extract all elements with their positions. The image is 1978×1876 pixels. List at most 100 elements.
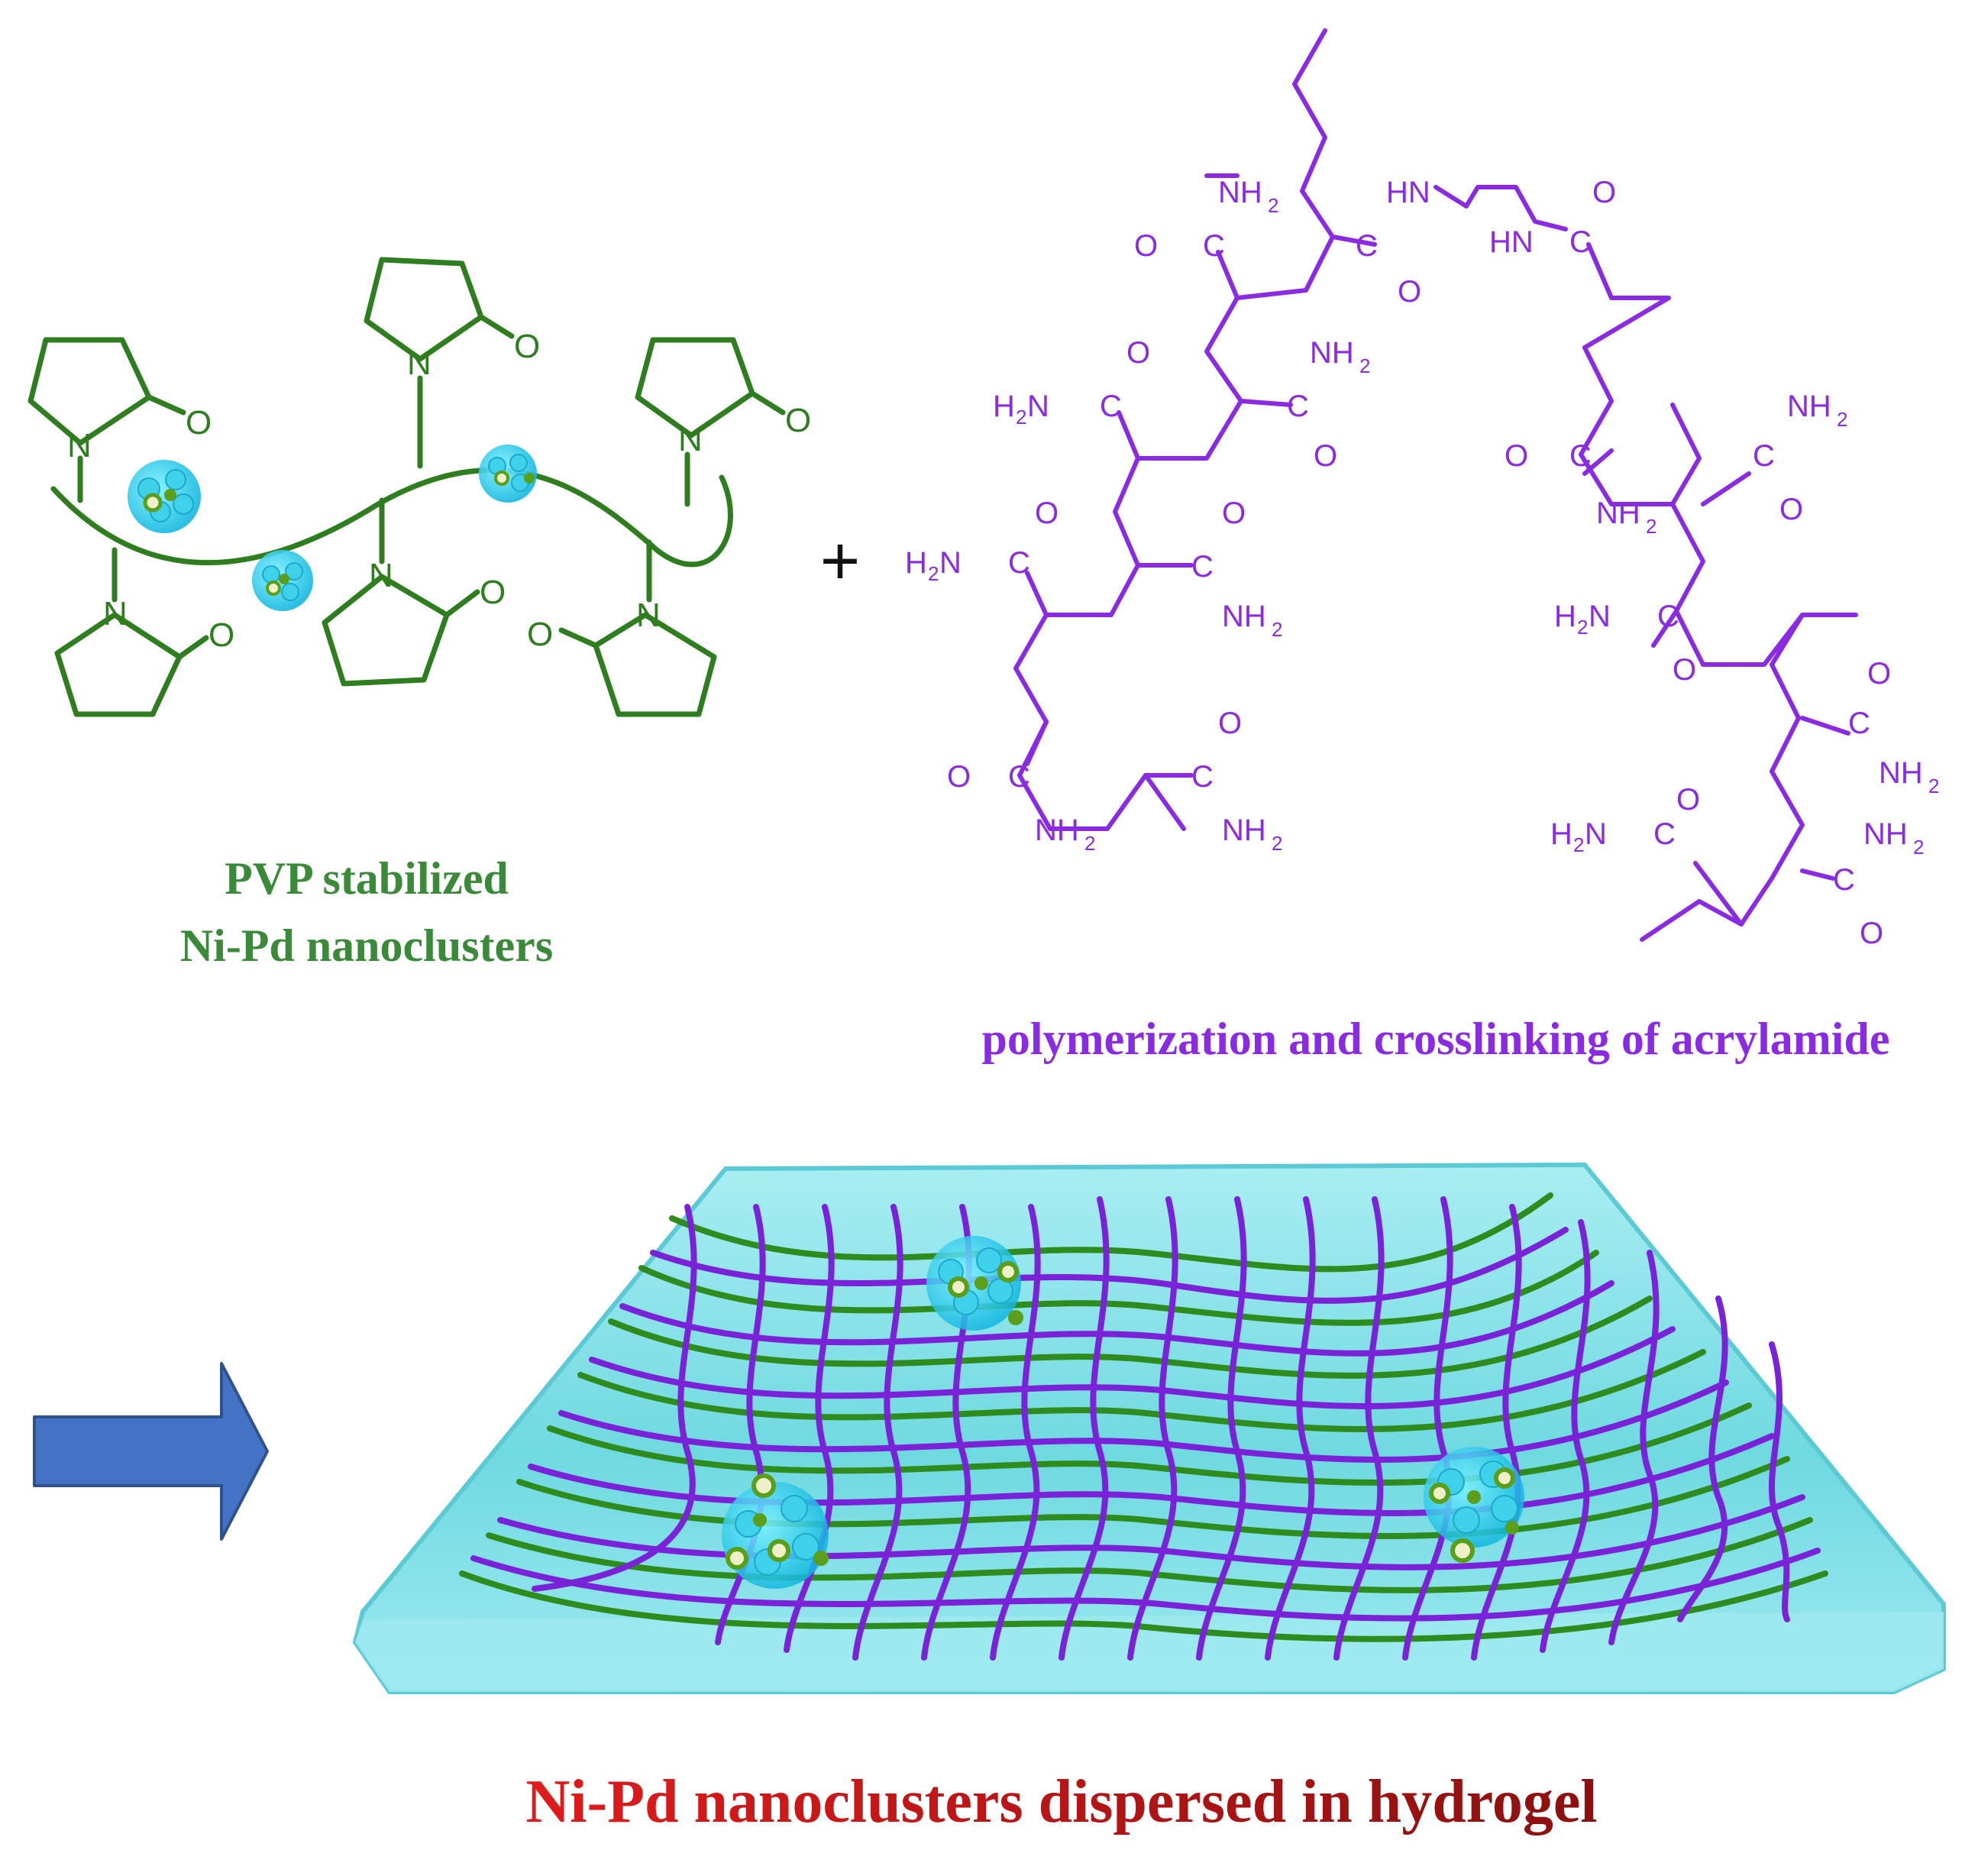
atom-O-2: O <box>208 616 234 654</box>
label-NH: NH <box>1035 813 1079 847</box>
label-O: O <box>1126 336 1150 370</box>
label-sub2: 2 <box>928 562 939 585</box>
label-NH: NH <box>1222 600 1266 633</box>
nanocluster-group-gel <box>722 1236 1524 1589</box>
label-N: N <box>1585 817 1607 851</box>
label-O: O <box>1398 275 1421 309</box>
label-H: H <box>1550 817 1572 851</box>
label-H: H <box>993 390 1015 423</box>
side-groups-left <box>1025 173 1377 778</box>
label-HN: HN <box>1489 225 1534 259</box>
atom-O-1: O <box>186 404 212 442</box>
polymerization-caption: polymerization and crosslinking of acryl… <box>982 1014 1890 1064</box>
amide-group-1: NH 2 C O <box>1134 176 1278 263</box>
right-arrow-icon <box>33 1362 269 1541</box>
atom-N-3: N <box>407 344 431 382</box>
label-O: O <box>1218 707 1242 740</box>
label-NH: NH <box>1310 336 1354 370</box>
label-C: C <box>1569 439 1592 473</box>
label-C: C <box>1287 390 1309 423</box>
polyacrylamide-atom-labels: NH 2 C O C O NH 2 C O O C H 2 N O C H 2 … <box>905 176 1939 950</box>
nanocluster-icon-3 <box>252 550 313 611</box>
label-C: C <box>1833 863 1855 897</box>
atom-O-5: O <box>785 402 811 439</box>
label-sub2: 2 <box>1084 832 1095 855</box>
label-O: O <box>1676 783 1700 817</box>
amide-group-14: NH 2 C O <box>1833 817 1924 950</box>
label-N: N <box>1589 600 1611 633</box>
label-sub2: 2 <box>1272 618 1282 641</box>
label-C: C <box>1848 707 1870 740</box>
amide-group-3: NH 2 C O <box>1287 336 1370 473</box>
label-NH: NH <box>1218 176 1262 209</box>
pyrrolidone-ring-4 <box>322 497 480 687</box>
label-C: C <box>1356 229 1378 263</box>
amide-group-12: O C NH 2 <box>1848 657 1939 797</box>
amide-group-6: O C NH 2 <box>1191 496 1282 641</box>
label-O: O <box>947 760 971 794</box>
label-NH: NH <box>1787 390 1831 423</box>
label-sub2: 2 <box>1359 354 1370 377</box>
pyrrolidone-ring-1 <box>27 337 186 503</box>
atom-O-4: O <box>480 574 506 611</box>
amide-group-13: H 2 N C O <box>1550 783 1700 856</box>
label-C: C <box>1008 546 1030 580</box>
pvp-structure <box>27 257 786 717</box>
label-O: O <box>1505 439 1528 473</box>
pyrrolidone-ring-6 <box>558 539 717 717</box>
atom-O-6: O <box>527 616 553 653</box>
left-chain-backbone <box>1013 28 1335 831</box>
label-H: H <box>905 546 927 580</box>
amide-group-8: O C NH 2 <box>1191 707 1282 855</box>
nanocluster-icon-5 <box>722 1473 829 1589</box>
label-O: O <box>1779 493 1803 526</box>
amide-group-7: O C NH 2 <box>947 760 1095 855</box>
label-sub2: 2 <box>1577 616 1588 639</box>
polyacrylamide-structure <box>1013 28 1858 942</box>
atom-N-1: N <box>67 427 92 464</box>
polymer-network <box>459 1192 1828 1661</box>
label-O: O <box>1035 496 1058 530</box>
label-sub2: 2 <box>1646 515 1656 538</box>
label-O: O <box>1867 657 1891 691</box>
label-C: C <box>1753 439 1775 473</box>
label-C: C <box>1653 817 1676 851</box>
label-O: O <box>1592 176 1616 209</box>
amide-group-10: NH 2 C O <box>1753 390 1847 526</box>
pvp-caption-line1: PVP stabilized <box>225 853 509 904</box>
label-O: O <box>1673 653 1696 687</box>
label-C: C <box>1008 760 1030 794</box>
label-C: C <box>1100 390 1122 423</box>
amide-group-9: O C NH 2 <box>1505 439 1656 538</box>
amide-group-11: H 2 N C O <box>1554 600 1696 687</box>
label-C: C <box>1191 760 1214 794</box>
atom-N-2: N <box>103 595 128 632</box>
label-sub2: 2 <box>1268 194 1278 217</box>
amide-group-4: O C H 2 N <box>993 336 1150 429</box>
pyrrolidone-ring-3 <box>364 257 515 469</box>
atom-O-3: O <box>514 328 540 365</box>
final-caption: Ni-Pd nanoclusters dispersed in hydrogel <box>525 1768 1597 1836</box>
label-sub2: 2 <box>1272 832 1282 855</box>
label-NH: NH <box>1222 813 1266 847</box>
label-O: O <box>1860 917 1883 950</box>
label-sub2: 2 <box>1016 406 1026 429</box>
hydrogel-front-edge <box>355 1612 1944 1692</box>
crosslink-bridge <box>1433 185 1568 231</box>
nanocluster-icon-4 <box>926 1236 1023 1331</box>
label-N: N <box>939 546 962 580</box>
label-sub2: 2 <box>1913 836 1924 859</box>
nanocluster-icon-2 <box>479 445 537 503</box>
pam-strands-vertical <box>532 1196 1790 1661</box>
hydrogel-body <box>353 1163 1946 1694</box>
label-N: N <box>1027 390 1049 423</box>
side-groups-right <box>1582 242 1850 927</box>
label-O: O <box>1134 229 1158 263</box>
atom-N-6: N <box>636 597 661 634</box>
crosslink-labels: HN HN C O <box>1386 176 1616 259</box>
atom-N-5: N <box>678 421 703 458</box>
label-O: O <box>1314 439 1337 473</box>
label-NH: NH <box>1879 756 1923 790</box>
label-NH: NH <box>1596 496 1640 530</box>
